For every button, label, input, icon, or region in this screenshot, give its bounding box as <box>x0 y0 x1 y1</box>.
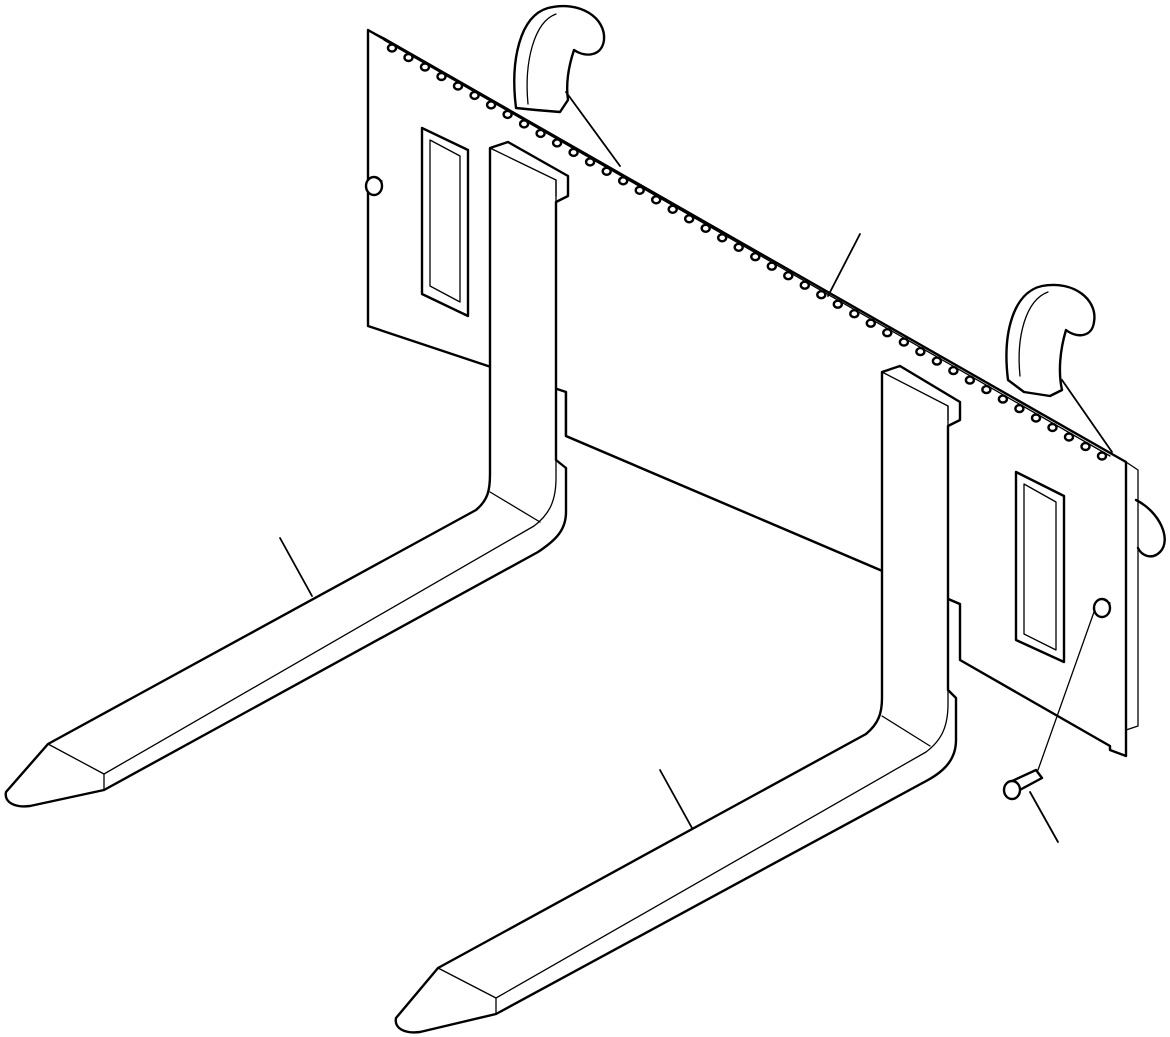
stop-bolt <box>1002 611 1095 801</box>
frame-notch <box>1063 432 1075 442</box>
frame-notch <box>518 119 530 129</box>
leader-fork-left <box>279 537 313 597</box>
frame-notch <box>551 138 563 148</box>
leader-bolt <box>1029 791 1059 843</box>
frame-notch <box>717 233 728 243</box>
frame-notch <box>882 328 893 338</box>
frame-pin-left <box>364 175 384 197</box>
frame-notch <box>700 223 711 234</box>
frame-pin-right <box>1092 597 1112 619</box>
frame-notch <box>964 375 976 385</box>
mounting-hook-left <box>513 4 621 167</box>
frame-notch <box>799 280 810 290</box>
callout-leaders <box>279 233 1059 843</box>
frame-window-left <box>420 126 470 318</box>
fork-tine-left <box>4 140 570 808</box>
frame-notch <box>436 71 447 82</box>
frame-notch <box>733 242 744 253</box>
frame-notch <box>915 346 926 357</box>
frame-notch <box>1030 413 1042 423</box>
frame-notch <box>485 100 497 110</box>
frame-notch <box>948 365 959 376</box>
frame-notch <box>931 356 943 366</box>
frame-notch <box>469 90 480 101</box>
fork-carriage-frame <box>364 28 1139 758</box>
frame-notch <box>849 309 860 319</box>
frame-window-right <box>1014 470 1066 664</box>
frame-notch <box>618 176 629 186</box>
frame-notch <box>535 128 546 139</box>
leader-fork-right <box>659 769 693 829</box>
fork-tine-right <box>394 364 962 1034</box>
frame-notch <box>898 337 910 347</box>
frame-notch <box>1080 441 1091 452</box>
frame-notch <box>634 185 645 196</box>
frame-notch-row <box>386 43 1108 461</box>
frame-notch <box>750 252 761 262</box>
frame-notch <box>403 52 414 63</box>
frame-notch <box>997 394 1009 404</box>
leader-frame <box>827 233 861 297</box>
frame-notch <box>452 81 464 91</box>
frame-notch <box>568 147 579 158</box>
frame-notch <box>386 43 398 53</box>
frame-notch <box>1096 451 1108 461</box>
mounting-hook-right <box>1005 283 1166 558</box>
frame-notch <box>1047 422 1058 433</box>
frame-notch <box>1014 403 1025 414</box>
frame-notch <box>981 384 992 395</box>
frame-notch <box>601 166 612 177</box>
frame-notch <box>419 62 431 72</box>
frame-notch <box>766 261 777 271</box>
frame-notch <box>584 157 596 167</box>
frame-notch <box>865 318 876 328</box>
frame-notch <box>684 214 695 224</box>
frame-notch <box>783 271 794 281</box>
frame-notch <box>832 299 843 309</box>
frame-notch <box>651 195 662 205</box>
frame-notch <box>667 204 678 215</box>
frame-notch <box>502 109 513 120</box>
frame-notch <box>816 290 827 300</box>
